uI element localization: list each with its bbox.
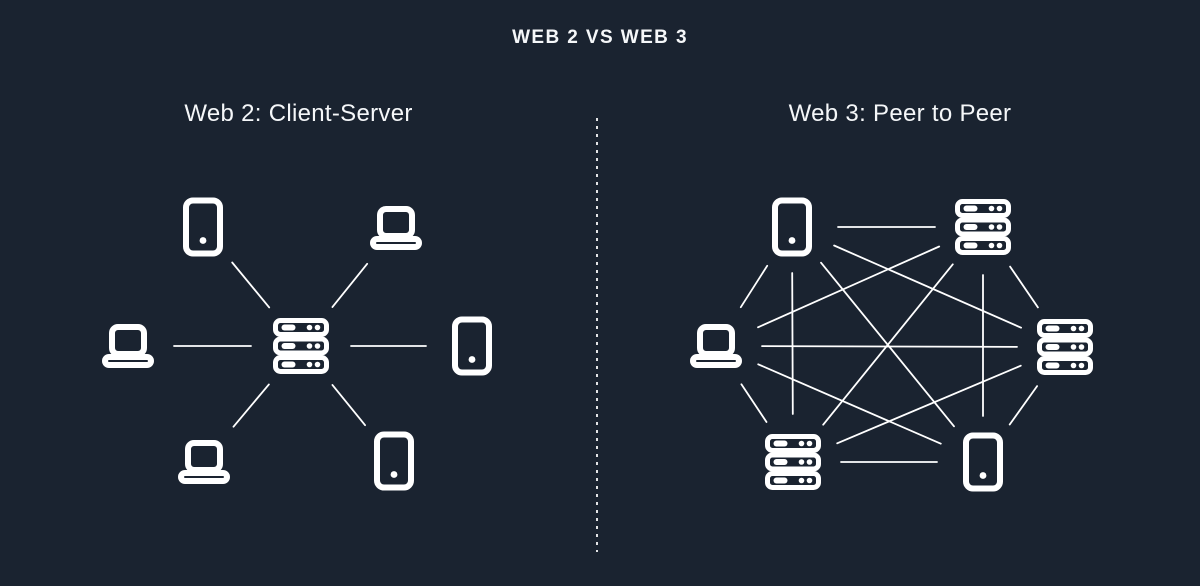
connection-line [331, 383, 367, 427]
web2-laptop-left-laptop-icon [105, 327, 151, 365]
right-panel-heading: Web 3: Peer to Peer [788, 100, 1012, 127]
connection-line [739, 264, 769, 309]
web3-phone-bottom-right-phone-icon [966, 436, 1000, 489]
connection-line [833, 244, 1022, 329]
connection-line [1008, 385, 1038, 426]
connection-line [757, 245, 941, 329]
web2-server-hub-server-icon [276, 321, 327, 372]
web3-server-bottom-left-server-icon [768, 437, 819, 488]
left-panel-heading: Web 2: Client-Server [184, 100, 413, 127]
web2-phone-top-left-phone-icon [186, 201, 220, 254]
web2-laptop-bottom-left-laptop-icon [181, 443, 227, 481]
web2-phone-bottom-right-phone-icon [377, 435, 411, 488]
web3-server-top-right-server-icon [958, 202, 1009, 253]
connection-line [757, 363, 942, 445]
connection-lines [173, 226, 1039, 463]
connection-line [740, 383, 768, 423]
web3-laptop-left-laptop-icon [693, 327, 739, 365]
web3-server-right-server-icon [1040, 322, 1091, 373]
connection-line [232, 383, 270, 428]
connection-line [761, 345, 1018, 348]
connection-line [231, 261, 271, 309]
connection-line [1009, 265, 1039, 309]
web2-laptop-top-right-laptop-icon [373, 209, 419, 247]
device-nodes [105, 201, 1091, 489]
panel-divider-dotted-line [596, 118, 598, 552]
page-title: WEB 2 VS WEB 3 [512, 27, 688, 48]
connection-line [791, 272, 794, 415]
connection-line [836, 364, 1022, 445]
connection-line [822, 263, 954, 426]
web2-phone-right-phone-icon [455, 320, 489, 373]
web3-phone-top-left-phone-icon [775, 201, 809, 254]
connection-line [331, 262, 369, 309]
